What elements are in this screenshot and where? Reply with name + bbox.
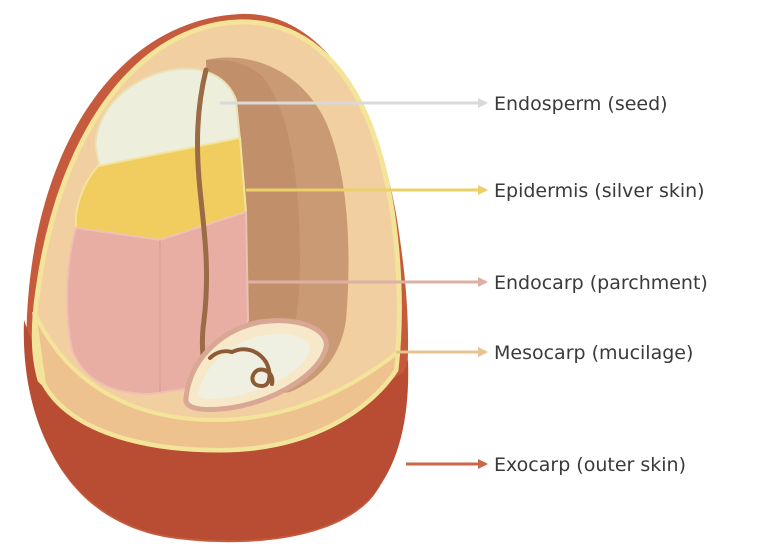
coffee-cherry-illustration (24, 14, 408, 542)
labels: Endosperm (seed) Epidermis (silver skin)… (494, 93, 708, 476)
label-endocarp: Endocarp (parchment) (494, 272, 708, 294)
label-epidermis: Epidermis (silver skin) (494, 180, 705, 202)
label-exocarp: Exocarp (outer skin) (494, 454, 686, 476)
label-endosperm: Endosperm (seed) (494, 93, 668, 115)
label-mesocarp: Mesocarp (mucilage) (494, 342, 693, 364)
